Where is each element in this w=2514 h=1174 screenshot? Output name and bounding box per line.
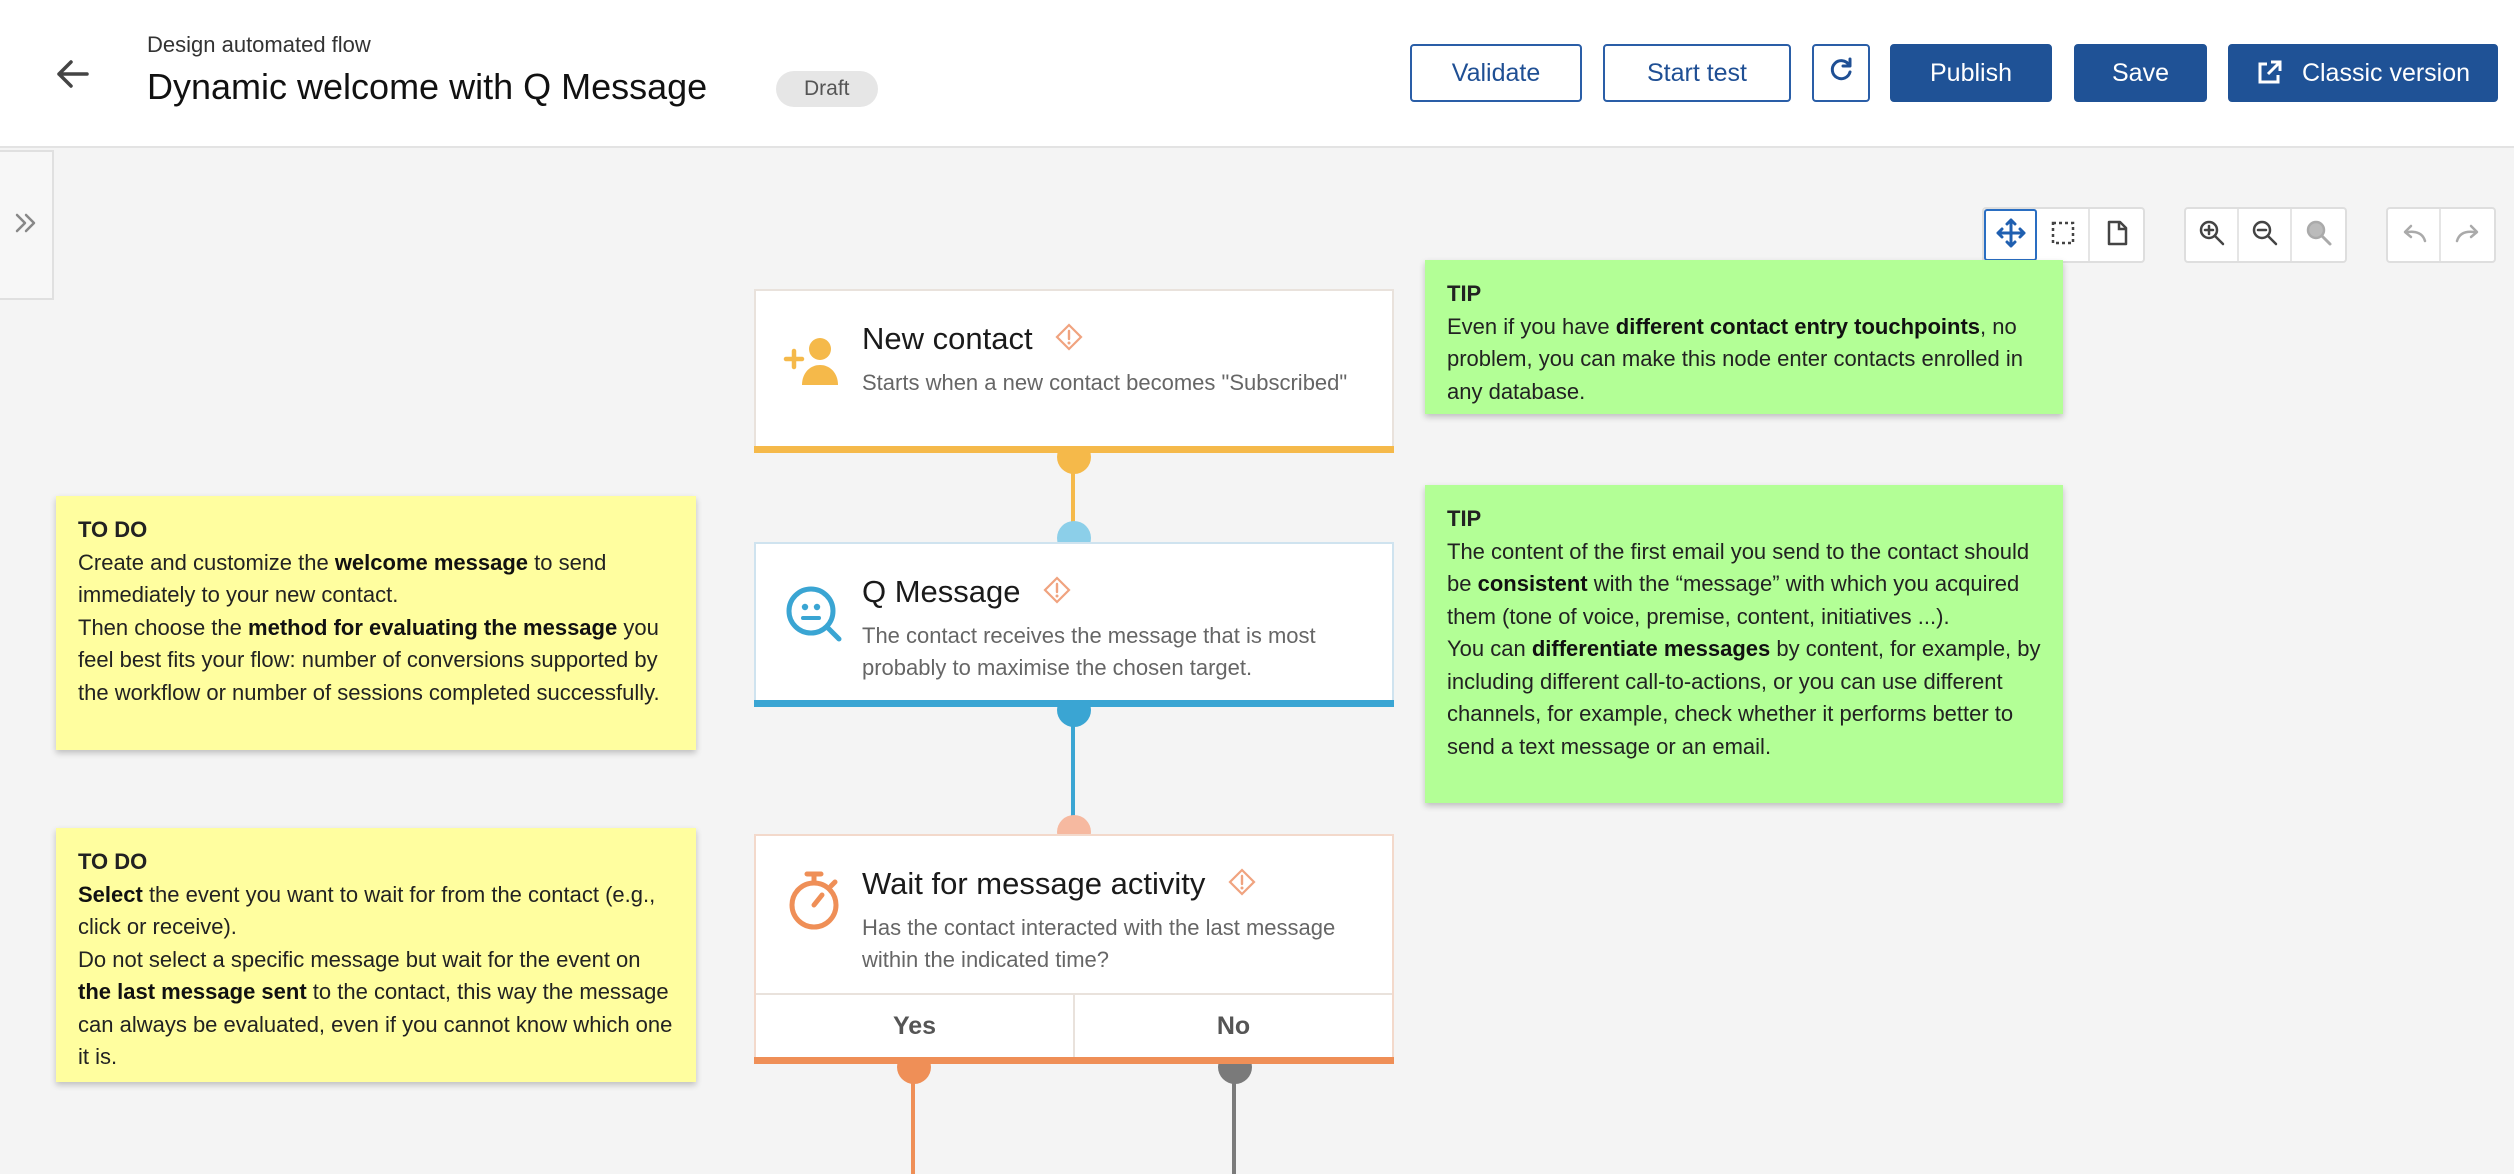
select-area-icon <box>2050 220 2076 251</box>
history-tools <box>2386 207 2496 263</box>
add-person-icon <box>782 329 846 393</box>
note-body: You can differentiate messages by conten… <box>1447 636 2041 759</box>
publish-button[interactable]: Publish <box>1890 44 2052 102</box>
zoom-reset-button[interactable] <box>2292 209 2345 261</box>
note-body: The content of the first email you send … <box>1447 538 2030 629</box>
refresh-button[interactable] <box>1812 44 1870 102</box>
note-body: Then choose the method for evaluating th… <box>78 614 660 705</box>
node-wait-message-activity[interactable]: Wait for message activity Has the contac… <box>754 834 1394 1064</box>
undo-button[interactable] <box>2388 209 2441 261</box>
zoom-out-button[interactable] <box>2239 209 2292 261</box>
node-status-bar <box>754 700 1394 707</box>
node-title: New contact <box>862 321 1033 356</box>
undo-icon <box>2400 222 2428 249</box>
external-link-icon <box>2256 60 2282 86</box>
node-description: Has the contact interacted with the last… <box>862 915 1336 972</box>
validate-button[interactable]: Validate <box>1410 44 1582 102</box>
classic-version-button[interactable]: Classic version <box>2228 44 2498 102</box>
connector-line <box>911 1060 915 1174</box>
start-test-button[interactable]: Start test <box>1603 44 1791 102</box>
todo-note[interactable]: TO DO Select the event you want to wait … <box>56 828 696 1082</box>
canvas-mode-tools <box>1982 207 2145 263</box>
zoom-tools <box>2184 207 2347 263</box>
note-heading: TO DO <box>78 517 148 542</box>
page-tool-button[interactable] <box>2090 209 2143 261</box>
branch-row: Yes No <box>756 993 1392 1057</box>
tip-note[interactable]: TIP Even if you have different contact e… <box>1425 260 2063 414</box>
status-badge: Draft <box>776 71 878 107</box>
save-button[interactable]: Save <box>2074 44 2207 102</box>
move-tool-button[interactable] <box>1984 209 2037 261</box>
zoom-in-icon <box>2198 219 2226 252</box>
todo-note[interactable]: TO DO Create and customize the welcome m… <box>56 496 696 750</box>
classic-version-label: Classic version <box>2301 58 2471 87</box>
tip-note[interactable]: TIP The content of the first email you s… <box>1425 485 2063 803</box>
note-body: Create and customize the welcome message… <box>78 549 607 608</box>
branch-no[interactable]: No <box>1216 1011 1251 1040</box>
zoom-reset-icon <box>2305 219 2333 252</box>
expand-sidebar-button[interactable] <box>0 150 54 300</box>
node-description: Starts when a new contact becomes "Subsc… <box>862 370 1348 395</box>
zoom-in-button[interactable] <box>2186 209 2239 261</box>
note-heading: TIP <box>1447 506 1482 531</box>
node-new-contact[interactable]: New contact Starts when a new contact be… <box>754 289 1394 453</box>
connector-line <box>1071 450 1075 530</box>
warning-icon <box>1228 868 1256 904</box>
page-subtitle: Design automated flow <box>147 32 371 57</box>
top-header: Design automated flow Dynamic welcome wi… <box>0 0 2514 148</box>
note-heading: TIP <box>1447 281 1482 306</box>
zoom-out-icon <box>2251 219 2279 252</box>
branch-yes[interactable]: Yes <box>756 995 1075 1057</box>
node-title: Q Message <box>862 574 1021 609</box>
select-area-tool-button[interactable] <box>2037 209 2090 261</box>
node-status-bar <box>754 1057 1394 1064</box>
refresh-icon <box>1828 57 1854 90</box>
node-status-bar <box>754 446 1394 453</box>
stopwatch-icon <box>782 868 846 932</box>
note-heading: TO DO <box>78 849 148 874</box>
note-body: Select the event you want to wait for fr… <box>78 881 656 940</box>
warning-icon <box>1055 323 1083 359</box>
double-chevron-right-icon <box>13 210 39 241</box>
note-body: Even if you have different contact entry… <box>1447 313 2023 404</box>
warning-icon <box>1043 576 1071 612</box>
node-q-message[interactable]: Q Message The contact receives the messa… <box>754 542 1394 707</box>
page-title: Dynamic welcome with Q Message <box>147 66 708 107</box>
note-body: Do not select a specific message but wai… <box>78 946 673 1070</box>
back-arrow-icon[interactable] <box>50 52 94 96</box>
redo-icon <box>2454 222 2482 249</box>
connector-line <box>1071 705 1075 825</box>
move-icon <box>1996 218 2026 253</box>
connector-line <box>1232 1060 1236 1174</box>
node-title: Wait for message activity <box>862 866 1206 901</box>
node-description: The contact receives the message that is… <box>862 623 1316 680</box>
page-icon <box>2104 220 2130 251</box>
q-message-icon <box>782 582 846 646</box>
redo-button[interactable] <box>2441 209 2494 261</box>
